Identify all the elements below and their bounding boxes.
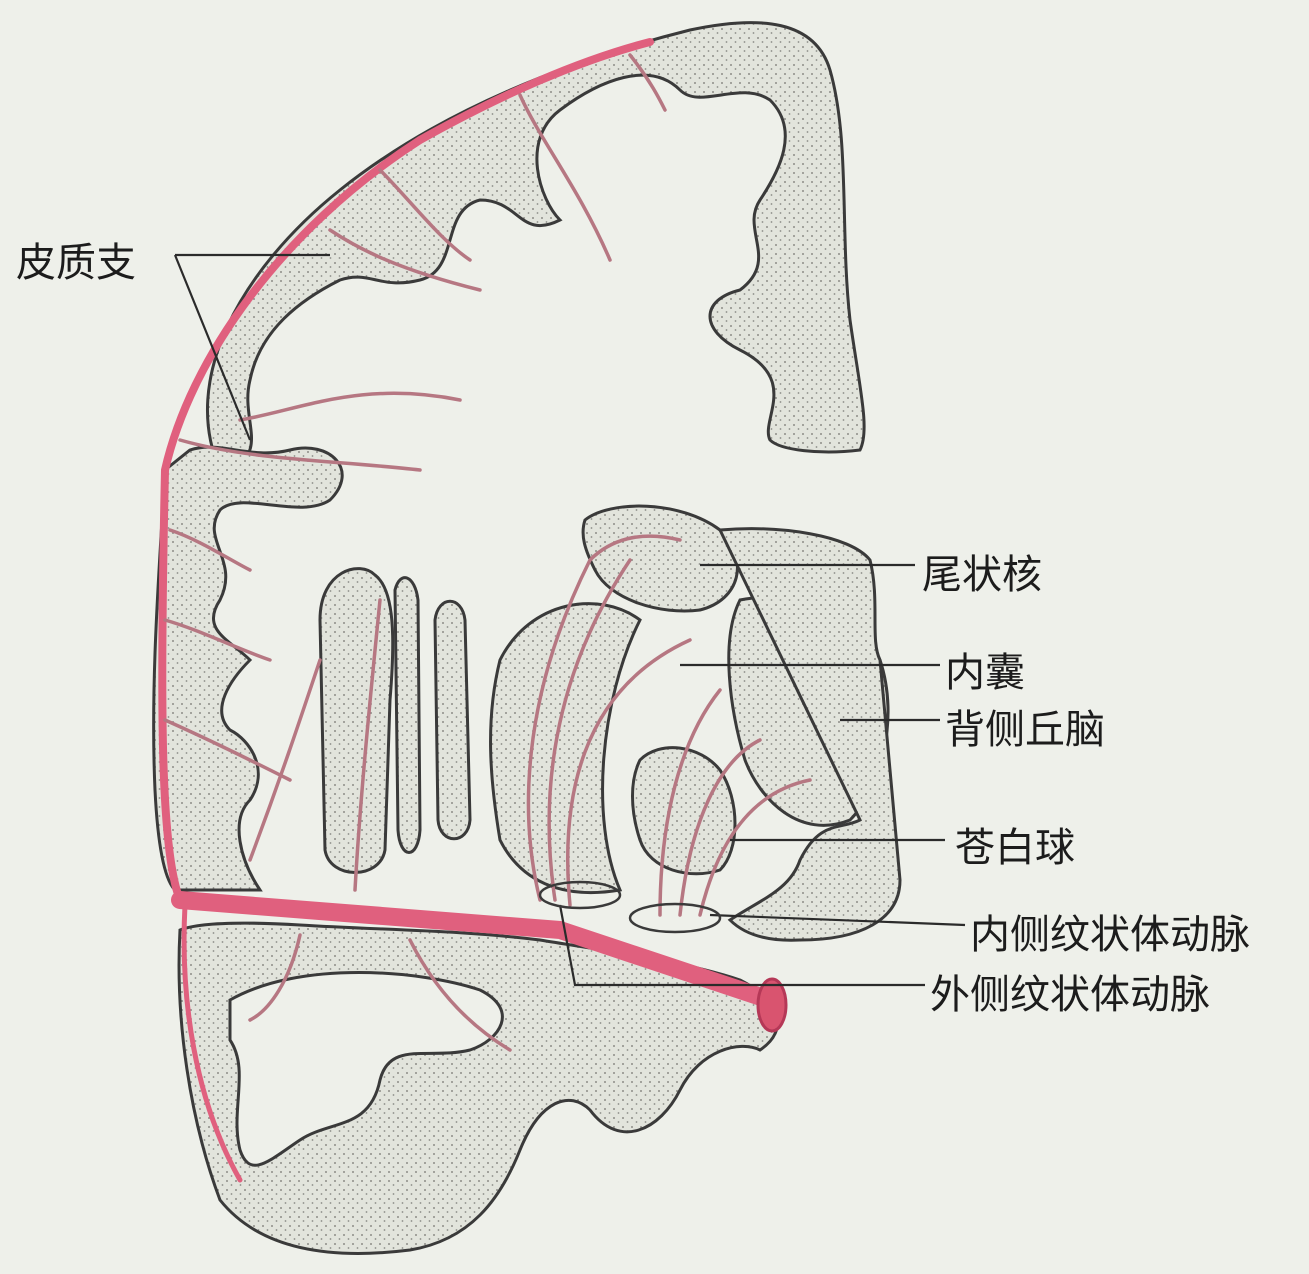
caudate-nucleus bbox=[583, 506, 737, 611]
label-internal-capsule: 内囊 bbox=[945, 640, 1025, 698]
insula-finger-1 bbox=[320, 569, 393, 873]
label-medial-striate-arteries: 内侧纹状体动脉 bbox=[970, 902, 1250, 960]
label-dorsal-thalamus: 背侧丘脑 bbox=[945, 697, 1105, 755]
label-lateral-striate-arteries: 外侧纹状体动脉 bbox=[930, 962, 1210, 1020]
insula-finger-2 bbox=[395, 578, 420, 853]
cortex-outline bbox=[207, 23, 864, 470]
lateral-cortex bbox=[154, 447, 343, 890]
medial-striate-ring bbox=[630, 904, 720, 932]
label-globus-pallidus: 苍白球 bbox=[955, 815, 1075, 873]
label-caudate-nucleus: 尾状核 bbox=[922, 542, 1042, 600]
claustrum bbox=[435, 601, 470, 839]
label-cortical-branches: 皮质支 bbox=[16, 230, 136, 288]
artery-cut-end bbox=[758, 979, 786, 1031]
putamen bbox=[491, 604, 640, 893]
